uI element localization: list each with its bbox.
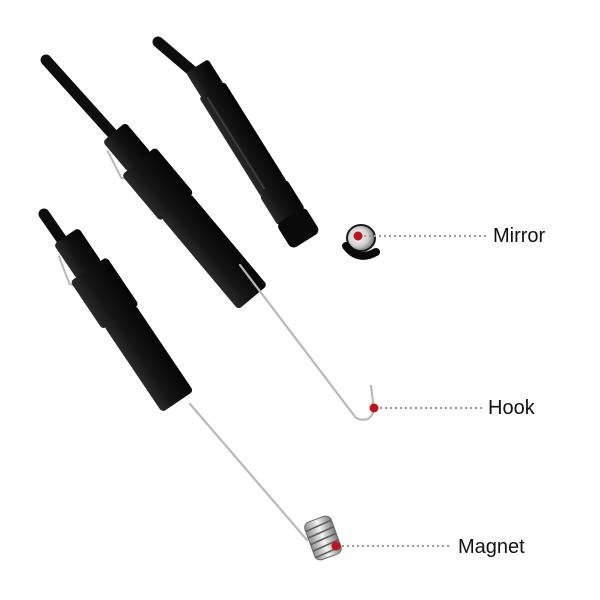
mirror-probe <box>152 36 380 260</box>
magnet-probe <box>38 208 342 561</box>
magnet-probe-cable <box>38 208 68 246</box>
magnet-probe-body <box>55 229 193 411</box>
callout-mirror-dot <box>353 231 363 241</box>
mirror-label: Mirror <box>493 225 546 247</box>
callout-mirror <box>353 231 488 241</box>
hook-probe <box>40 54 376 421</box>
callout-magnet <box>331 541 452 551</box>
callout-hook <box>369 403 482 413</box>
hook-label: Hook <box>488 397 535 419</box>
callout-magnet-dot <box>331 541 341 551</box>
magnet-wire <box>188 402 309 542</box>
callout-hook-dot <box>369 403 379 413</box>
magnet-label: Magnet <box>458 536 525 558</box>
hook-probe-body <box>104 123 266 309</box>
hook-probe-cable <box>40 54 124 146</box>
magnet-coil <box>304 515 342 561</box>
mirror-probe-body <box>187 60 319 248</box>
